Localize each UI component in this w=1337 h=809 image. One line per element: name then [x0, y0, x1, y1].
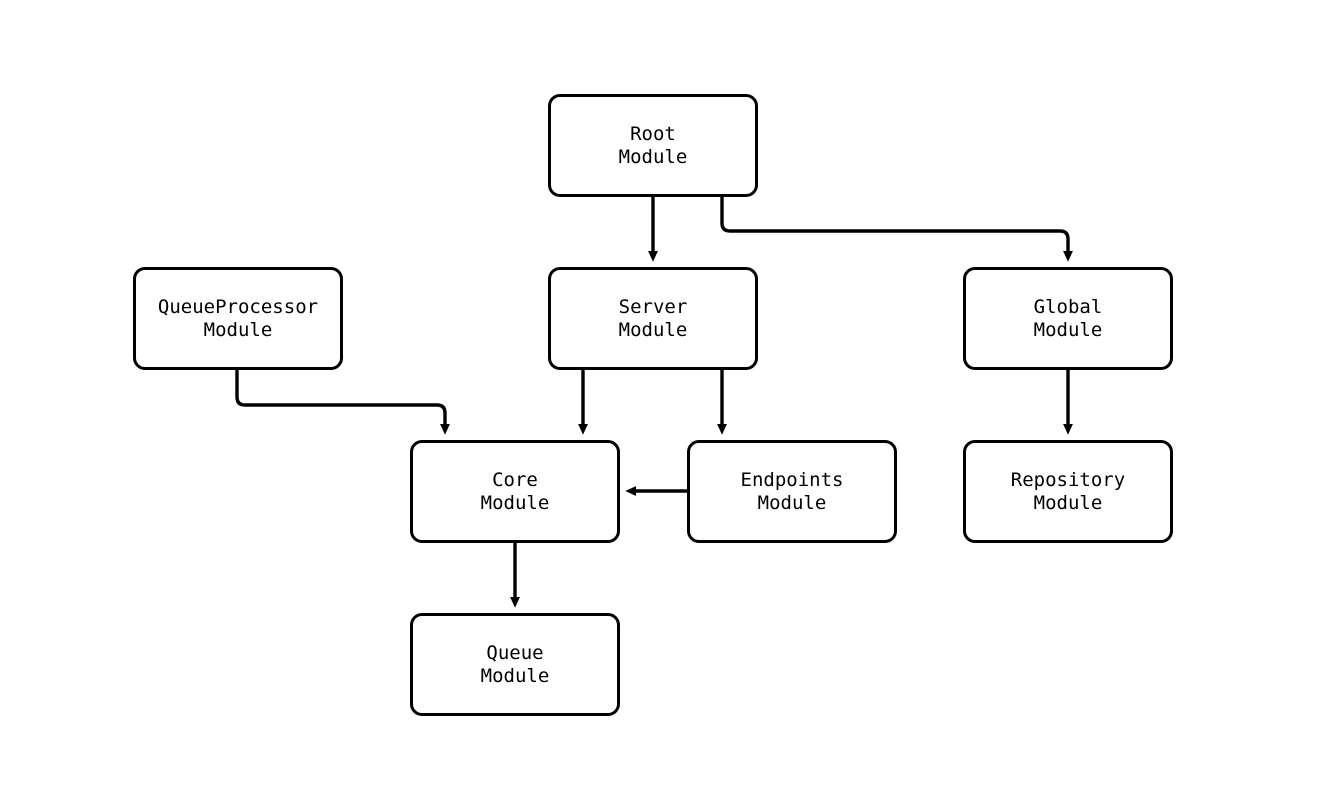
node-root-module-label: Root Module	[618, 122, 688, 168]
node-queueprocessor-module-label: QueueProcessor Module	[157, 295, 319, 341]
node-queue-module-label: Queue Module	[480, 641, 550, 687]
node-queue-module[interactable]: Queue Module	[410, 613, 620, 716]
node-server-module[interactable]: Server Module	[548, 267, 758, 370]
edge-queueprocessor-core	[235, 370, 450, 435]
node-endpoints-module[interactable]: Endpoints Module	[687, 440, 897, 543]
node-global-module[interactable]: Global Module	[963, 267, 1173, 370]
node-repository-module-label: Repository Module	[1010, 468, 1126, 514]
node-server-module-label: Server Module	[618, 295, 688, 341]
node-core-module[interactable]: Core Module	[410, 440, 620, 543]
node-root-module[interactable]: Root Module	[548, 94, 758, 197]
node-global-module-label: Global Module	[1033, 295, 1103, 341]
node-queueprocessor-module[interactable]: QueueProcessor Module	[133, 267, 343, 370]
node-endpoints-module-label: Endpoints Module	[740, 468, 844, 514]
node-repository-module[interactable]: Repository Module	[963, 440, 1173, 543]
node-core-module-label: Core Module	[480, 468, 550, 514]
edge-root-global	[720, 197, 1073, 262]
